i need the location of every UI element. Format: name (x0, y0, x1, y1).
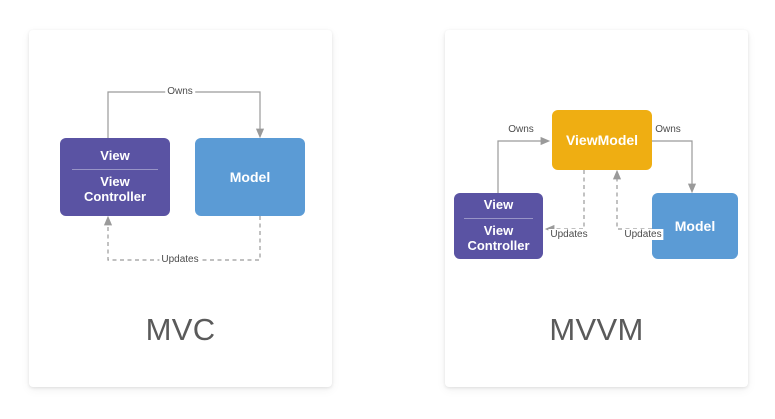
mvc-caption: MVC (145, 312, 216, 347)
node-subtitle-controller: Controller (467, 237, 530, 253)
node-subtitle-view: View (100, 174, 130, 190)
mvvm-card: ViewModel View View Controller Model Own… (445, 30, 748, 387)
mvvm-viewmodel-node[interactable]: ViewModel (552, 110, 652, 170)
mvvm-model-node[interactable]: Model (652, 193, 738, 259)
mvc-owns-label: Owns (165, 86, 195, 97)
mvvm-updates-left-label: Updates (548, 229, 590, 240)
mvvm-updates-right-connector (612, 169, 652, 230)
mvvm-updates-left-connector (544, 170, 585, 234)
node-label-model: Model (229, 168, 271, 185)
mvc-updates-label: Updates (159, 254, 201, 265)
node-title-view: View (483, 197, 514, 213)
mvvm-caption: MVVM (549, 312, 644, 347)
mvvm-owns-left-connector (497, 136, 551, 193)
mvc-owns-connector (107, 91, 265, 139)
mvc-view-controller-node[interactable]: View View Controller (60, 138, 170, 216)
mvvm-owns-left-label: Owns (506, 124, 536, 135)
node-divider (72, 169, 158, 171)
node-label-viewmodel: ViewModel (565, 131, 639, 148)
node-subtitle-controller: Controller (83, 188, 147, 204)
node-title-view: View (100, 148, 130, 164)
mvvm-connector-layer (497, 136, 697, 234)
mvvm-owns-right-connector (652, 140, 697, 194)
node-divider (463, 218, 534, 220)
node-label-model: Model (674, 217, 716, 234)
mvvm-view-controller-node[interactable]: View View Controller (454, 193, 543, 259)
node-subtitle-view: View (483, 223, 514, 239)
mvvm-updates-right-label: Updates (622, 229, 664, 240)
mvc-model-node[interactable]: Model (195, 138, 305, 216)
mvvm-owns-right-label: Owns (653, 124, 683, 135)
mvc-card: View View Controller Model Owns Updates … (29, 30, 332, 387)
